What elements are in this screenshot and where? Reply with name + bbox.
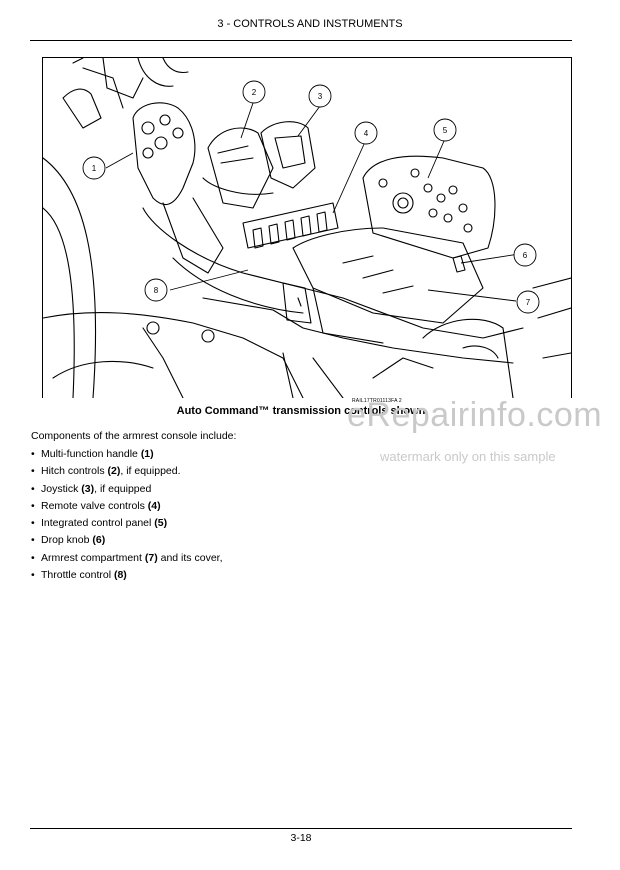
list-item: •Hitch controls (2), if equipped. [31, 463, 223, 480]
svg-text:3: 3 [318, 92, 323, 101]
list-item: •Multi-function handle (1) [31, 446, 223, 463]
callout-4: 4 [354, 121, 378, 145]
page-number: 3-18 [290, 832, 312, 844]
callout-6: 6 [513, 243, 537, 267]
list-item: •Remote valve controls (4) [31, 498, 223, 515]
header-rule [30, 40, 572, 41]
watermark-site: eRepairinfo.com [347, 396, 603, 434]
list-item: •Integrated control panel (5) [31, 515, 223, 532]
bullet: • [31, 517, 35, 530]
watermark-note: watermark only on this sample [380, 449, 556, 464]
bullet: • [31, 465, 35, 478]
callout-8: 8 [144, 278, 168, 302]
figure-reference: RAIL17TR01113FA 2 [352, 398, 402, 404]
svg-text:2: 2 [252, 88, 257, 97]
svg-text:8: 8 [154, 286, 159, 295]
components-intro: Components of the armrest console includ… [31, 430, 237, 442]
components-list: •Multi-function handle (1) •Hitch contro… [31, 446, 223, 584]
svg-text:4: 4 [364, 129, 369, 138]
bullet: • [31, 482, 35, 495]
list-item: •Throttle control (8) [31, 567, 223, 584]
figure-caption: Auto Command™ transmission controls show… [176, 405, 426, 417]
bullet: • [31, 551, 35, 564]
svg-text:1: 1 [92, 164, 97, 173]
footer-rule [30, 828, 572, 829]
callout-2: 2 [242, 80, 266, 104]
callout-3: 3 [308, 84, 332, 108]
svg-text:6: 6 [523, 251, 528, 260]
list-item: •Drop knob (6) [31, 532, 223, 549]
armrest-console-illustration: 1 2 3 4 5 6 7 8 [42, 57, 572, 398]
svg-text:5: 5 [443, 126, 448, 135]
bullet: • [31, 534, 35, 547]
bullet: • [31, 499, 35, 512]
bullet: • [31, 448, 35, 460]
bullet: • [31, 569, 35, 582]
list-item: •Joystick (3), if equipped [31, 481, 223, 498]
svg-text:7: 7 [526, 298, 531, 307]
callout-5: 5 [433, 118, 457, 142]
callout-1: 1 [82, 156, 106, 180]
section-title: 3 - CONTROLS AND INSTRUMENTS [217, 18, 403, 30]
list-item: •Armrest compartment (7) and its cover, [31, 550, 223, 567]
callout-7: 7 [516, 290, 540, 314]
